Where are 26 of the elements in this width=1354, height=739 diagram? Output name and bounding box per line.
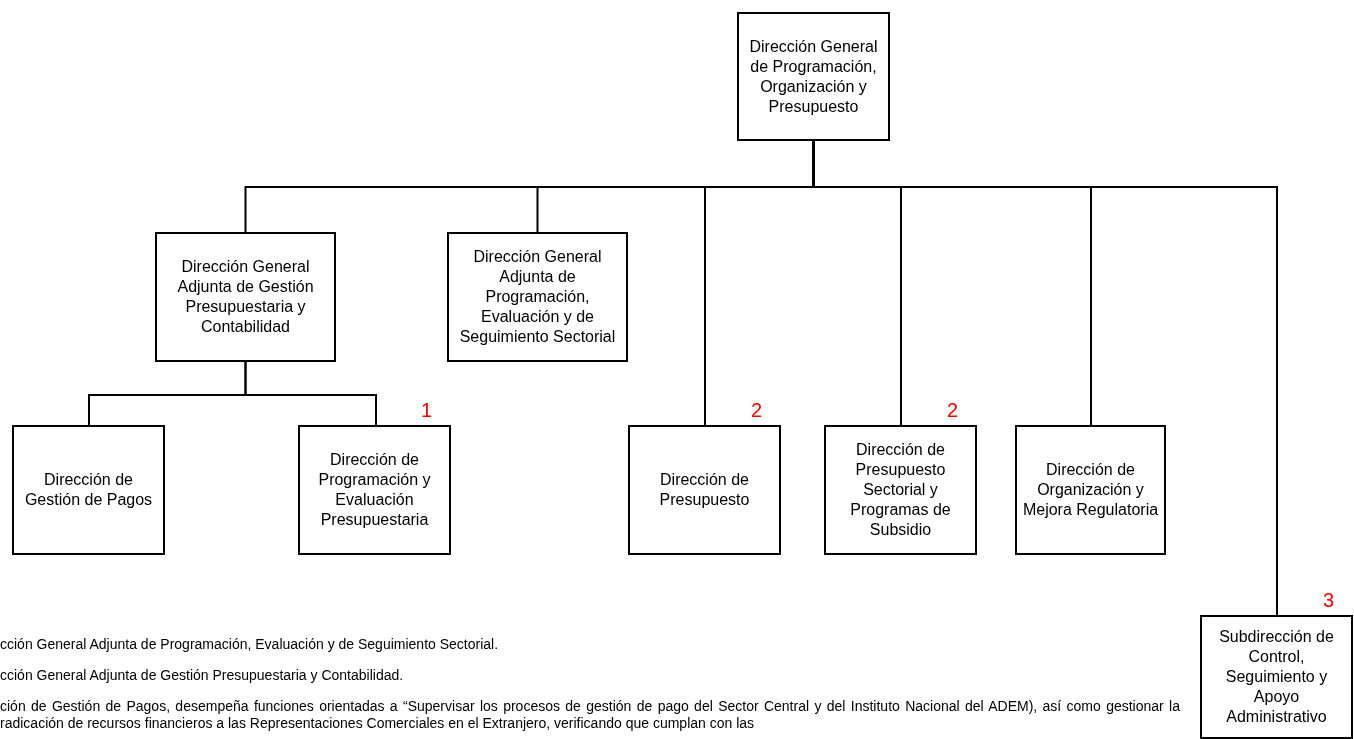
org-box xyxy=(628,425,781,555)
org-box xyxy=(155,232,336,362)
box-label: Subdirección de Control, Seguimiento y Apoyo Administrativo xyxy=(1218,627,1335,727)
note-number: 2 xyxy=(947,399,959,421)
org-box xyxy=(447,232,628,362)
footnote-text: cción General Adjunta de Gestión Presupuestaria y Contabilidad. xyxy=(0,667,405,684)
org-box xyxy=(737,12,890,141)
box-label: Dirección de Gestión de Pagos xyxy=(23,470,154,510)
note-number: 3 xyxy=(1323,589,1335,611)
org-box xyxy=(298,425,451,555)
org-box xyxy=(824,425,977,555)
box-label: Dirección de Presupuesto Sectorial y Programas de Subsidio xyxy=(849,440,952,540)
note-number: 1 xyxy=(421,399,433,421)
note-number: 2 xyxy=(751,399,763,421)
footnote-text: ción de Gestión de Pagos, desempeña funciones orientadas a “Supervisar los procesos de gestión de pago del Sector Central y del Instituto Nacional del ADEM), así como gestionar la radicación de recursos financieros a las Representaciones Comerciales en el Extranjero, verificando que cumplan con las xyxy=(0,698,1180,732)
box-label: Dirección General Adjunta de Programación, Evaluación y de Seguimiento Sectorial xyxy=(458,247,617,347)
box-label: Dirección de Presupuesto xyxy=(658,470,751,510)
box-label: Dirección de Organización y Mejora Regulatoria xyxy=(1021,460,1160,520)
org-box xyxy=(1200,615,1353,739)
box-label: Dirección General de Programación, Organización y Presupuesto xyxy=(748,36,879,117)
org-box xyxy=(12,425,165,555)
box-label: Dirección de Programación y Evaluación Presupuestaria xyxy=(317,450,432,530)
footnote-text: cción General Adjunta de Programación, Evaluación y de Seguimiento Sectorial. xyxy=(0,636,500,653)
box-label: Dirección General Adjunta de Gestión Presupuestaria y Contabilidad xyxy=(176,257,315,337)
connector-line xyxy=(244,361,377,426)
org-box xyxy=(1015,425,1166,555)
